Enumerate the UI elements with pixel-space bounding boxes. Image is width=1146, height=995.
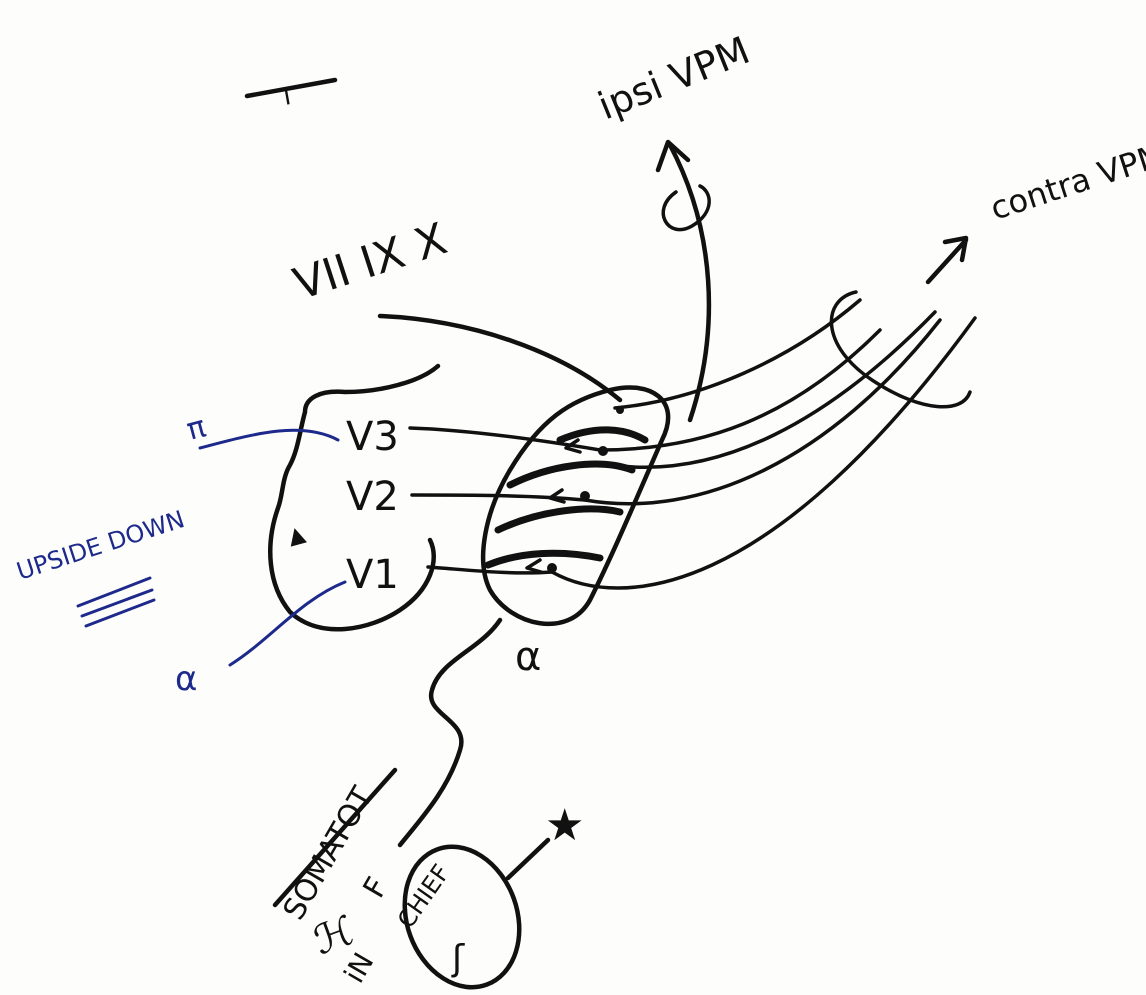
arrow-in-3 [527,560,541,572]
alpha-pointer-line [230,582,345,665]
band-2 [510,464,632,485]
overline-stroke [247,80,335,96]
contra-vpm-label: contra VPM [986,135,1146,227]
v3-label: V3 [346,414,399,460]
delta-mark: ▲ [285,521,308,550]
v2-label: V2 [346,474,399,520]
band-4 [488,553,600,565]
v1-label: V1 [346,552,399,598]
dot-1 [616,406,624,414]
chief-sub-mark: ʃ [451,938,465,979]
v2-output [585,320,940,504]
underline-triple [78,578,154,626]
descending-tract [400,620,500,845]
cranial-nerves-label: VII IX X [288,213,453,310]
alpha-blue-label: α [175,659,197,699]
dot-4 [547,563,557,573]
pi-blue-label: π [183,409,210,447]
upside-down-label: UPSIDE DOWN [13,505,188,586]
chief-label: CHIEF [392,859,456,933]
nucleus-oval [483,387,668,623]
alpha-label: α [515,634,541,680]
f-mark: F [357,872,396,904]
cranial-input-line [380,316,620,400]
pi-pointer-line [200,430,338,448]
band-1 [560,430,645,440]
crossing-loop [831,292,970,407]
ipsi-rotation-mark [663,186,709,230]
ipsi-arrowhead [658,142,688,170]
arrow-in-2 [550,490,564,502]
star-connector [508,840,548,878]
dot-2 [598,446,608,456]
band-3 [498,509,620,530]
dot-3 [580,491,590,501]
star-icon: ★ [545,800,584,851]
ipsi-vpm-label: ipsi VPM [592,28,756,128]
